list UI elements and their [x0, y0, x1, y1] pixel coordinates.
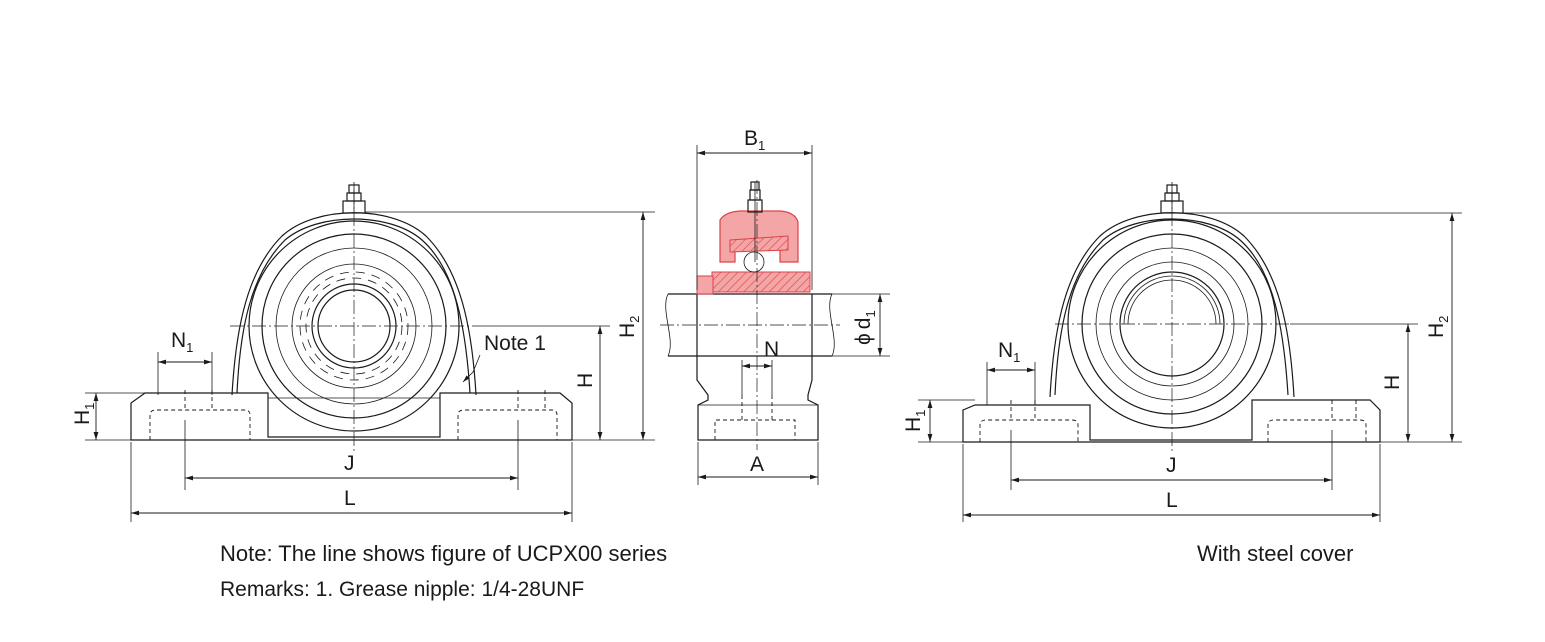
dim-b1: B1 [744, 127, 765, 153]
front-view-left [130, 182, 573, 452]
dim-h1-left: H1 [71, 403, 97, 425]
dim-l-left: L [344, 487, 356, 510]
dim-h2-left: H2 [616, 316, 642, 338]
dimensions-middle: B1 N A ϕd1 [696, 127, 890, 485]
dim-h-right: H [1381, 375, 1404, 390]
dim-d1: ϕd1 [852, 310, 878, 345]
dim-l-right: L [1166, 489, 1178, 512]
dim-j-right: J [1166, 454, 1177, 477]
dimensions-right: N1 H1 H H2 J L [902, 212, 1462, 522]
caption-steel-cover: With steel cover [1197, 541, 1354, 566]
side-section-view [660, 180, 840, 450]
dim-h2-right: H2 [1425, 316, 1451, 338]
dim-h1-right: H1 [902, 410, 928, 432]
dim-n1-left: N1 [171, 329, 193, 355]
callout-note1: Note 1 [484, 332, 546, 355]
dimensions-left: N1 H1 H H2 J L Note 1 [71, 211, 655, 522]
note-ucpx00-series: Note: The line shows figure of UCPX00 se… [220, 541, 668, 566]
front-view-right [962, 182, 1381, 452]
dim-n-mid: N [764, 338, 779, 361]
dim-n1-right: N1 [998, 339, 1020, 365]
dim-j-left: J [344, 452, 355, 475]
remarks-grease-nipple: Remarks: 1. Grease nipple: 1/4-28UNF [220, 578, 585, 601]
dim-a: A [750, 453, 764, 476]
dim-h-left: H [574, 373, 597, 388]
